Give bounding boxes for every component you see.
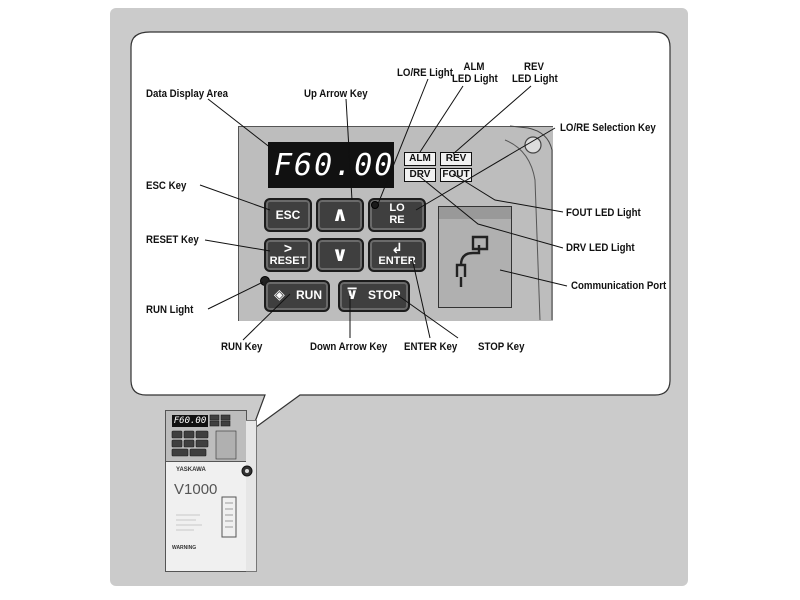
up-arrow-icon: ∧ [331, 204, 349, 226]
drive-screw-icon [241, 465, 253, 477]
label-run-light: RUN Light [146, 304, 194, 316]
label-drv-led-light: DRV LED Light [566, 242, 635, 254]
down-arrow-icon: ∨ [331, 244, 349, 266]
label-communication-port: Communication Port [571, 280, 667, 292]
alm-indicator: ALM [404, 152, 436, 166]
display-value: F60.00 [274, 148, 395, 183]
drive-text-lines [176, 514, 202, 531]
drive-label-panel [221, 496, 237, 538]
screw-icon [524, 136, 542, 154]
label-alm-line2: LED Light [452, 73, 498, 85]
label-alm-led-light: ALM LED Light [452, 61, 498, 85]
label-enter-key: ENTER Key [404, 341, 458, 353]
drive-warning: WARNING [172, 545, 197, 551]
label-reset-key: RESET Key [146, 234, 199, 246]
drive-side-panel [246, 420, 257, 572]
label-run-key: RUN Key [221, 341, 263, 353]
drive-display: F60.00 [172, 415, 208, 427]
esc-key[interactable]: ESC [264, 198, 312, 232]
fout-indicator: FOUT [440, 168, 472, 182]
label-rev-line1: REV [524, 61, 544, 73]
enter-arrow-icon: ↲ [391, 240, 403, 256]
label-lore-light: LO/RE Light [397, 67, 453, 79]
label-rev-led-light: REV LED Light [512, 61, 558, 85]
rev-indicator: REV [440, 152, 472, 166]
up-arrow-key[interactable]: ∧ [316, 198, 364, 232]
lore-key-top: LO [389, 202, 405, 214]
drive-brand: YASKAWA [176, 467, 206, 473]
label-esc-key: ESC Key [146, 180, 187, 192]
label-stop-key: STOP Key [478, 341, 525, 353]
label-up-arrow-key: Up Arrow Key [304, 88, 368, 100]
run-icon: ◈ [274, 286, 285, 302]
reset-key[interactable]: > RESET [264, 238, 312, 272]
lore-key-bottom: RE [389, 214, 405, 226]
port-plug-icon [439, 207, 511, 287]
reset-arrow-icon: > [283, 240, 293, 256]
esc-key-label: ESC [275, 208, 301, 222]
drive-keypad: F60.00 [166, 411, 246, 462]
drive-unit: F60.00 YASKAWA V1000 WARNING [165, 410, 247, 572]
label-lore-selection-key: LO/RE Selection Key [560, 122, 656, 134]
lore-light [371, 201, 379, 209]
data-display: F60.00 [268, 142, 394, 188]
label-down-arrow-key: Down Arrow Key [310, 341, 388, 353]
enter-key[interactable]: ↲ ENTER [368, 238, 426, 272]
label-rev-line2: LED Light [512, 73, 558, 85]
stop-icon: ⊽ [346, 286, 359, 303]
run-key[interactable]: ◈ RUN [264, 280, 330, 312]
down-arrow-key[interactable]: ∨ [316, 238, 364, 272]
label-fout-led-light: FOUT LED Light [566, 207, 641, 219]
reset-key-label: RESET [269, 255, 307, 267]
run-key-label: RUN [296, 288, 322, 302]
drv-indicator: DRV [404, 168, 436, 182]
drive-model: V1000 [174, 481, 218, 498]
drive-keys-icon [171, 414, 237, 460]
label-data-display-area: Data Display Area [146, 88, 228, 100]
stop-key-label: STOP [368, 288, 401, 302]
communication-port [438, 206, 512, 308]
enter-key-label: ENTER [378, 255, 416, 267]
label-alm-line1: ALM [463, 61, 485, 73]
